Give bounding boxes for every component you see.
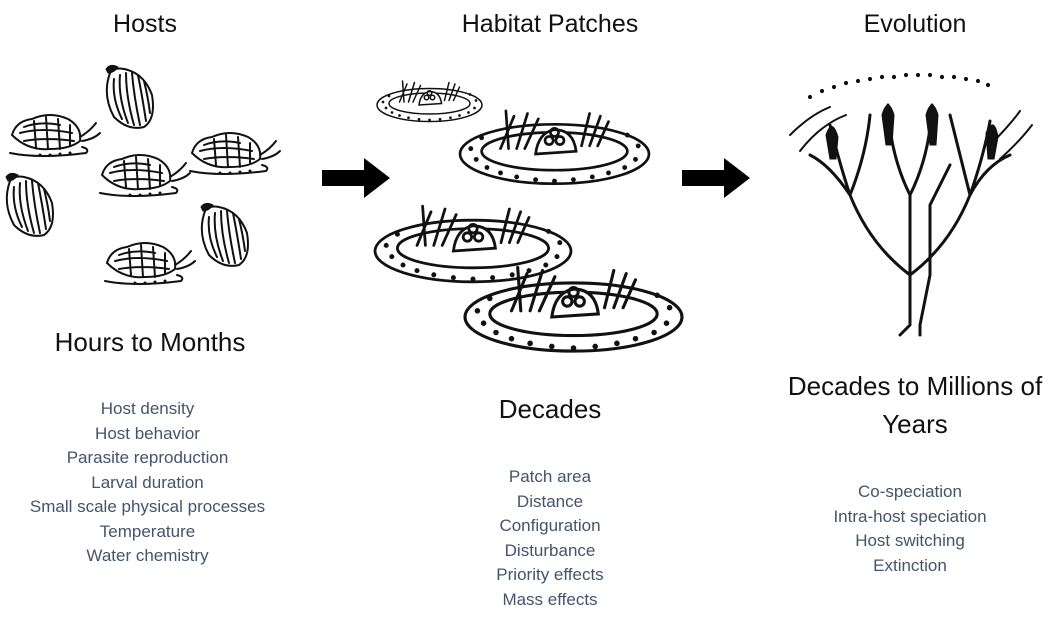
factor-item: Priority effects — [440, 563, 660, 588]
factor-item: Parasite reproduction — [0, 446, 295, 471]
factor-item: Co-speciation — [795, 480, 1025, 505]
habitat-patch — [377, 81, 482, 122]
factor-item: Disturbance — [440, 539, 660, 564]
habitat-patch — [460, 111, 649, 184]
snail-icon — [100, 155, 190, 196]
factor-item: Extinction — [795, 554, 1025, 579]
factor-item: Configuration — [440, 514, 660, 539]
factor-item: Host behavior — [0, 422, 295, 447]
hosts-timescale: Hours to Months — [15, 323, 285, 361]
factor-item: Patch area — [440, 465, 660, 490]
factor-item: Small scale physical processes — [0, 495, 295, 520]
habitat-patches-title: Habitat Patches — [430, 10, 670, 39]
snail-icon — [10, 115, 100, 156]
phylogenetic-tree-illustration — [770, 55, 1055, 355]
factor-item: Host density — [0, 397, 295, 422]
evolution-factor-list: Co-speciation Intra-host speciation Host… — [795, 480, 1025, 578]
snail-icon — [190, 133, 280, 174]
arrow-right-icon — [682, 158, 752, 198]
factor-item: Distance — [440, 490, 660, 515]
evolution-title: Evolution — [835, 10, 995, 39]
hosts-title: Hosts — [85, 10, 205, 39]
factor-item: Larval duration — [0, 471, 295, 496]
habitat-factor-list: Patch area Distance Configuration Distur… — [440, 465, 660, 612]
factor-item: Mass effects — [440, 588, 660, 613]
factor-item: Temperature — [0, 520, 295, 545]
clam-icon — [201, 203, 248, 265]
habitat-patches-illustration — [365, 55, 695, 365]
clam-icon — [106, 65, 153, 127]
hosts-factor-list: Host density Host behavior Parasite repr… — [0, 397, 295, 569]
factor-item: Intra-host speciation — [795, 505, 1025, 530]
factor-item: Host switching — [795, 529, 1025, 554]
hosts-illustration — [0, 55, 300, 285]
factor-item: Water chemistry — [0, 544, 295, 569]
clam-icon — [6, 173, 53, 235]
snail-icon — [105, 243, 195, 284]
habitat-timescale: Decades — [440, 390, 660, 428]
evolution-timescale: Decades to Millions of Years — [775, 367, 1055, 443]
